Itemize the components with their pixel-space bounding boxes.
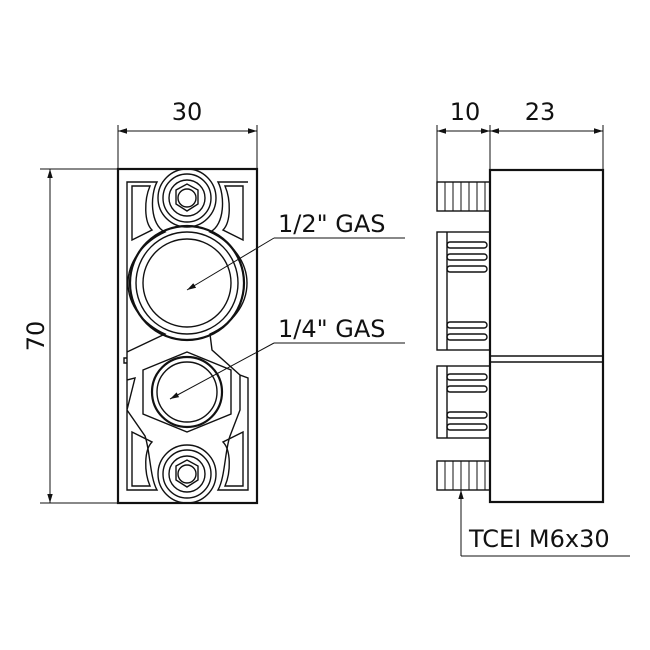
front-width-label: 30 — [172, 98, 203, 126]
upper-fitting — [436, 231, 491, 351]
screw-label: TCEI M6x30 — [468, 525, 610, 553]
small-port-label: 1/4" GAS — [278, 315, 386, 343]
side-view — [436, 168, 605, 504]
front-recess-outline — [123, 181, 167, 491]
large-port — [128, 224, 246, 342]
front-height-label: 70 — [22, 321, 50, 352]
large-port-label: 1/2" GAS — [278, 210, 386, 238]
large-port-callout: 1/2" GAS — [186, 210, 405, 291]
front-body-outline — [116, 167, 259, 505]
bottom-screw-head — [157, 444, 217, 504]
small-port-callout: 1/4" GAS — [169, 315, 405, 400]
side-stud-label: 10 — [450, 98, 481, 126]
top-screw-head — [157, 168, 217, 228]
front-width-dimension: 30 — [117, 98, 258, 168]
side-dimensions: 10 23 — [436, 98, 604, 185]
front-view — [116, 167, 259, 505]
lower-fitting — [436, 365, 491, 439]
front-height-dimension: 70 — [22, 168, 118, 504]
side-body-outline — [488, 168, 605, 504]
screw-callout: TCEI M6x30 — [458, 490, 630, 557]
bottom-stud — [436, 460, 491, 491]
top-stud — [436, 181, 491, 212]
small-port — [142, 351, 232, 433]
side-body-label: 23 — [525, 98, 556, 126]
